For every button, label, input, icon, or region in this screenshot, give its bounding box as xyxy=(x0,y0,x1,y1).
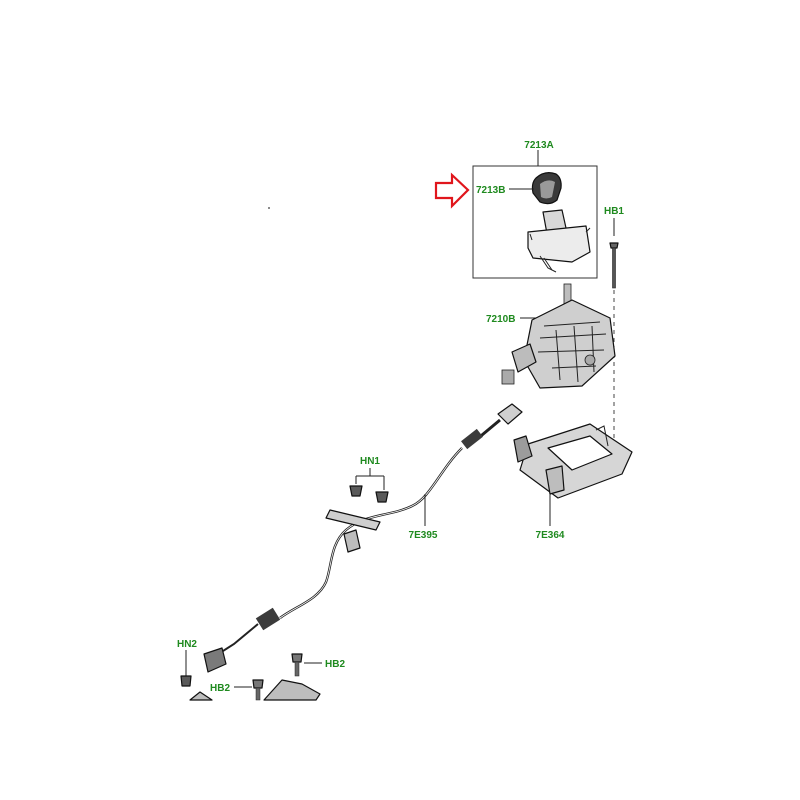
label-hn2[interactable]: HN2 xyxy=(177,639,197,650)
label-7E395[interactable]: 7E395 xyxy=(409,530,438,541)
stray-dot xyxy=(268,207,270,209)
label-7213A[interactable]: 7213A xyxy=(524,140,553,151)
right-arrow-outline-icon xyxy=(434,172,470,209)
cable-bracket-part[interactable] xyxy=(325,509,381,553)
selector-housing-part[interactable] xyxy=(501,283,616,389)
clip-hn1[interactable] xyxy=(349,468,389,503)
bolt-hb2-right[interactable] xyxy=(291,653,322,677)
label-hb1[interactable]: HB1 xyxy=(604,206,624,217)
label-hb2-right[interactable]: HB2 xyxy=(325,659,345,670)
shift-boot-part[interactable] xyxy=(527,209,591,273)
label-7210B[interactable]: 7210B xyxy=(486,314,515,325)
clip-hn2[interactable] xyxy=(180,650,192,687)
mounting-bracket-part[interactable] xyxy=(513,423,633,526)
shift-cable-part[interactable] xyxy=(203,403,523,673)
lower-bracket-part[interactable] xyxy=(189,679,321,701)
label-7213B[interactable]: 7213B xyxy=(476,185,505,196)
gear-shift-assembly-group[interactable] xyxy=(472,150,598,279)
gear-knob-part[interactable] xyxy=(509,172,562,205)
bolt-hb2-left[interactable] xyxy=(234,679,264,701)
assembly-group-box xyxy=(472,165,598,279)
label-hb2-left[interactable]: HB2 xyxy=(210,683,230,694)
long-bolt-hb1[interactable] xyxy=(609,218,619,289)
label-hn1[interactable]: HN1 xyxy=(360,456,380,467)
label-7E364[interactable]: 7E364 xyxy=(536,530,565,541)
